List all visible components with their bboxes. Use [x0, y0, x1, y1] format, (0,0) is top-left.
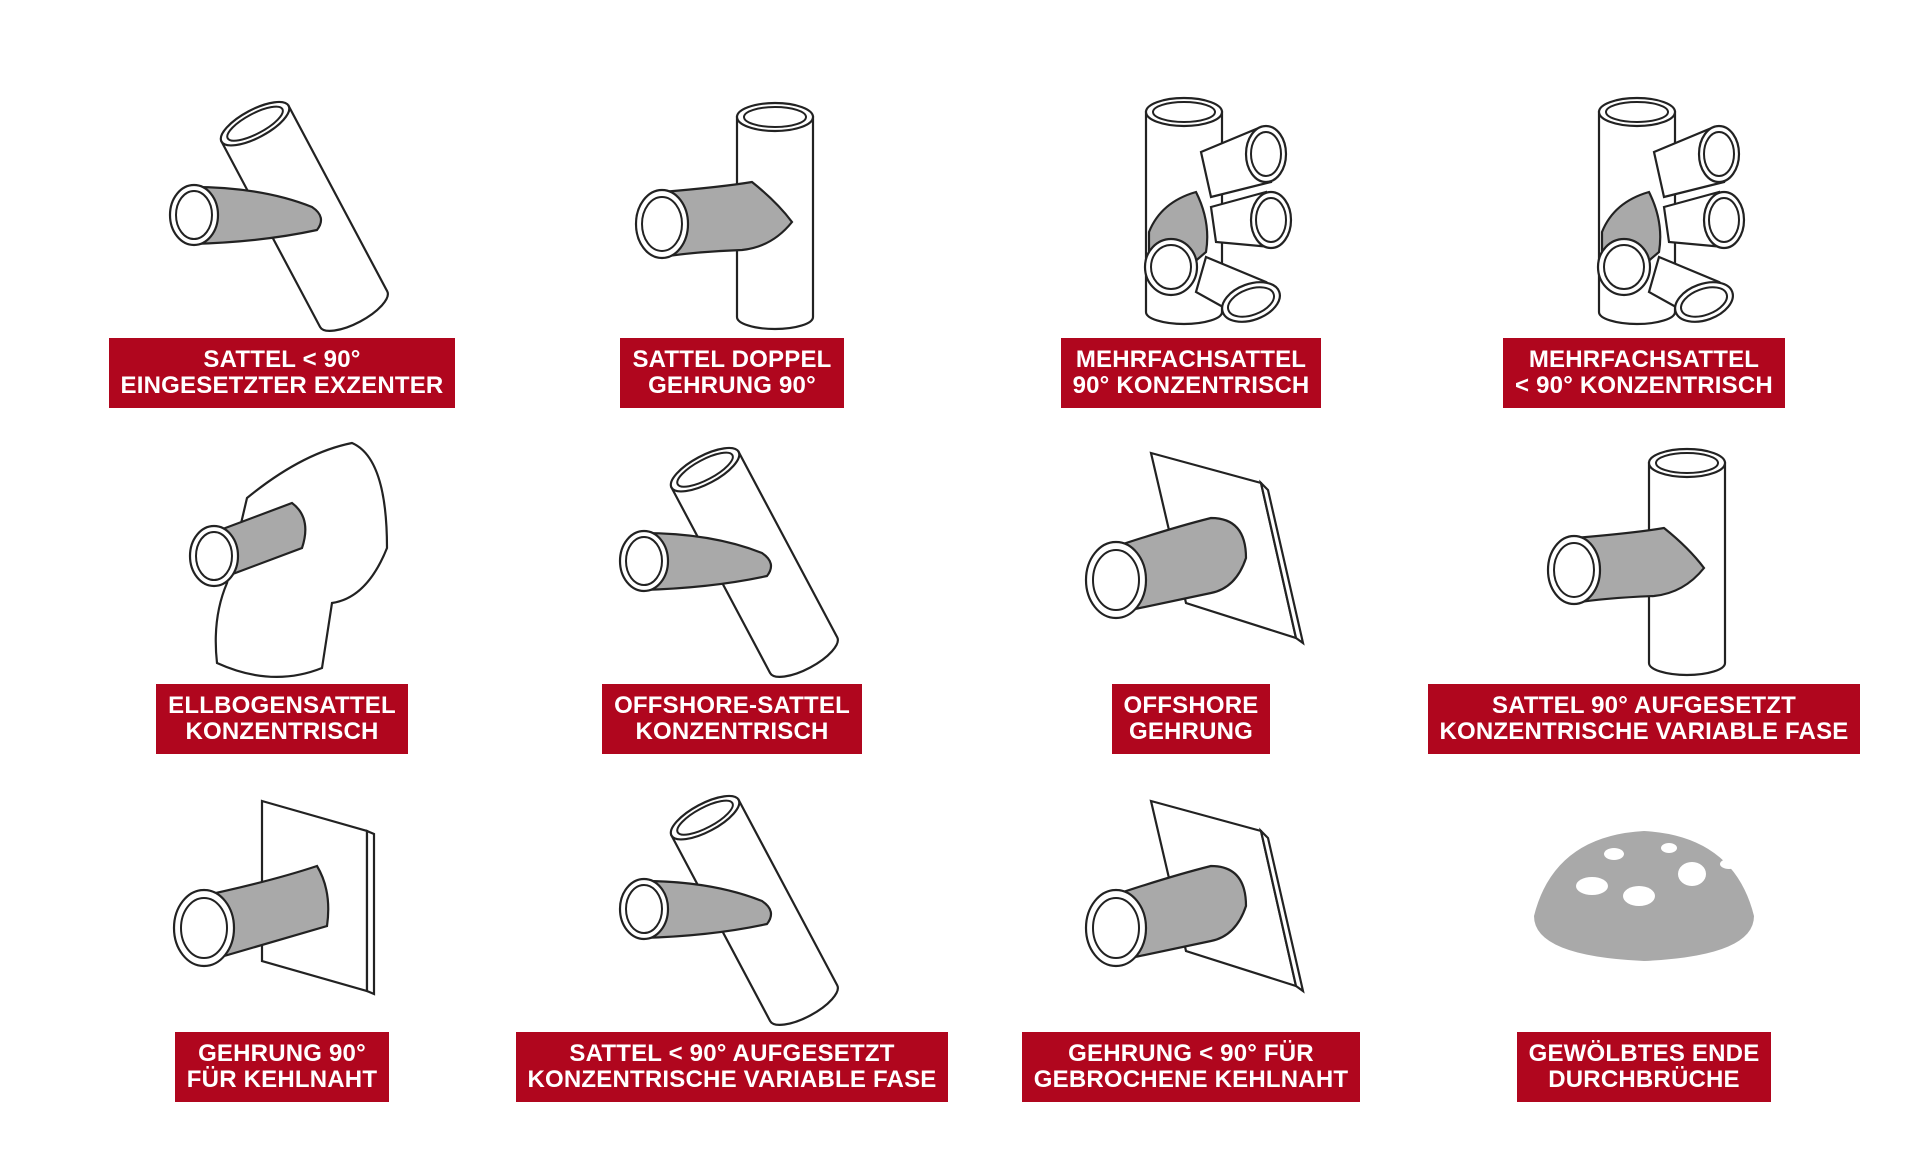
label-line: OFFSHORE [1123, 692, 1259, 719]
label-line: KONZENTRISCH [635, 718, 829, 745]
label-line: GEBROCHENE KEHLNAHT [1033, 1066, 1349, 1093]
label-line: OFFSHORE-SATTEL [614, 692, 850, 719]
offshore-saddle-icon [602, 438, 862, 678]
miter-angled-broken-fillet-icon [1061, 786, 1321, 1026]
tile-label[interactable]: GEHRUNG 90°FÜR KEHLNAHT [174, 1032, 390, 1102]
label-line: SATTEL < 90° AUFGESETZT [569, 1040, 895, 1067]
tile-label[interactable]: MEHRFACHSATTEL< 90° KONZENTRISCH [1503, 338, 1785, 408]
label-line: MEHRFACHSATTEL [1528, 346, 1760, 373]
tile-label[interactable]: SATTEL < 90°EINGESETZTER EXZENTER [108, 338, 456, 408]
elbow-saddle-icon [152, 438, 412, 678]
product-tile[interactable]: SATTEL < 90°EINGESETZTER EXZENTER [52, 92, 512, 408]
label-line: 90° KONZENTRISCH [1072, 372, 1310, 399]
label-line: DURCHBRÜCHE [1548, 1066, 1740, 1093]
saddle-90-set-on-icon [1514, 438, 1774, 678]
label-line: GEHRUNG [1128, 718, 1254, 745]
label-line: SATTEL DOPPEL [632, 346, 832, 373]
label-line: KONZENTRISCHE VARIABLE FASE [527, 1066, 937, 1093]
label-line: ELLBOGENSATTEL [168, 692, 396, 719]
product-tile[interactable]: GEHRUNG 90°FÜR KEHLNAHT [52, 786, 512, 1102]
label-line: KONZENTRISCH [185, 718, 379, 745]
domed-end-holes-icon [1514, 786, 1774, 1026]
label-line: < 90° KONZENTRISCH [1515, 372, 1773, 399]
label-line: EINGESETZTER EXZENTER [120, 372, 444, 399]
angled-saddle-inset-icon [152, 92, 412, 332]
miter-90-fillet-icon [152, 786, 412, 1026]
label-line: MEHRFACHSATTEL [1075, 346, 1307, 373]
label-line: GEWÖLBTES ENDE [1528, 1040, 1760, 1067]
label-line: SATTEL 90° AUFGESETZT [1491, 692, 1797, 719]
label-line: GEHRUNG 90° [198, 1040, 366, 1067]
double-miter-saddle-icon [602, 92, 862, 332]
label-line: SATTEL < 90° [203, 346, 361, 373]
saddle-angled-set-on-icon [602, 786, 862, 1026]
multi-saddle-90-icon [1061, 92, 1321, 332]
label-line: FÜR KEHLNAHT [186, 1066, 378, 1093]
label-line: GEHRUNG < 90° FÜR [1068, 1040, 1314, 1067]
offshore-miter-icon [1061, 438, 1321, 678]
multi-saddle-angled-icon [1514, 92, 1774, 332]
label-line: KONZENTRISCHE VARIABLE FASE [1439, 718, 1849, 745]
product-tile[interactable]: MEHRFACHSATTEL< 90° KONZENTRISCH [1414, 92, 1874, 408]
label-line: GEHRUNG 90° [648, 372, 816, 399]
